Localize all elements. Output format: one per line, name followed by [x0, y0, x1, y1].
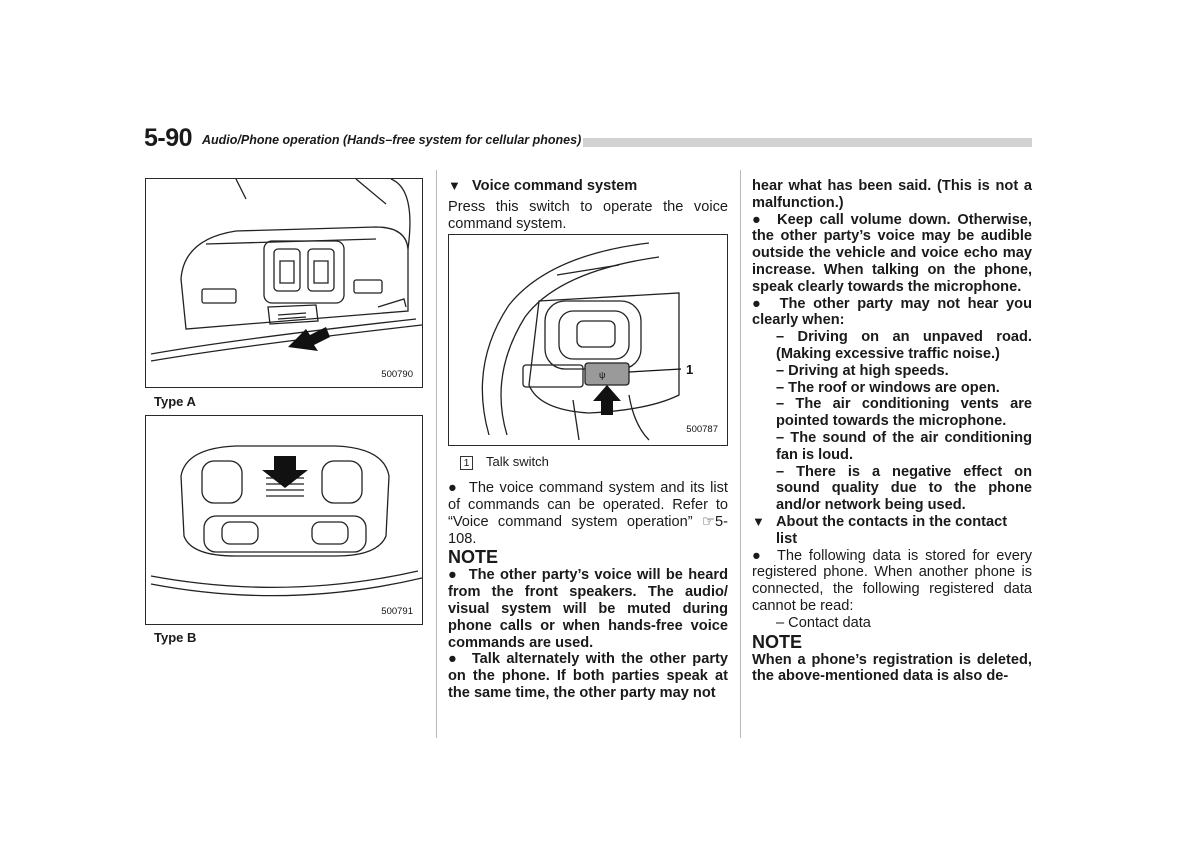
page-header: 5-90 Audio/Phone operation (Hands–free s… — [144, 124, 1032, 152]
triangle-marker-icon: ▼ — [752, 513, 765, 529]
figure-code: 500787 — [686, 423, 718, 435]
column-divider-left — [436, 170, 437, 738]
note-heading: NOTE — [752, 631, 803, 652]
header-rule — [204, 138, 1032, 147]
legend-label: Talk switch — [486, 454, 549, 470]
list-item: – Driving on an unpaved road. (Making ex… — [776, 329, 1032, 362]
note-registration-deleted: When a phone’s registration is deleted, … — [752, 651, 1032, 685]
note-heading: NOTE — [448, 547, 499, 568]
steering-wheel-talk-switch-illustration: ψ 1 — [481, 242, 693, 441]
bullet-hear-clearly: ● The other party may not hear you clear… — [752, 295, 1032, 329]
middle-column: ▼Voice command system Press this switch … — [448, 178, 728, 702]
continued-text: hear what has been said. (This is not a … — [752, 178, 1032, 211]
section-title: Audio/Phone operation (Hands–free system… — [200, 132, 584, 148]
right-column: hear what has been said. (This is not a … — [752, 178, 1032, 685]
list-item: – The sound of the air conditioning fan … — [776, 429, 1032, 463]
note-talk-alternately: ● Talk alternately with the other party … — [448, 651, 728, 701]
figure-caption-type-a: Type A — [154, 394, 196, 409]
figure-legend: 1 Talk switch — [460, 454, 728, 471]
figure-type-a: 500790 — [145, 178, 423, 388]
triangle-marker-icon: ▼ — [448, 178, 461, 193]
overhead-console-type-a-illustration — [150, 179, 422, 362]
svg-text:ψ: ψ — [599, 370, 605, 380]
section-heading-contacts: ▼About the contacts in the contact list — [752, 513, 1008, 547]
bullet-stored-data: ● The following data is stored for every… — [752, 547, 1032, 614]
list-item: – There is a negative effect on sound qu… — [776, 463, 1032, 514]
callout-number: 1 — [686, 362, 693, 377]
list-item: – Driving at high speeds. — [776, 362, 949, 379]
figure-code: 500790 — [381, 369, 413, 380]
voice-command-bullet: ● The voice command system and its list … — [448, 480, 728, 547]
list-item: – The roof or windows are open. — [776, 379, 1000, 396]
list-item: – The air conditioning vents are pointed… — [776, 396, 1032, 430]
figure-code: 500791 — [381, 606, 413, 617]
figure-type-b: 500791 — [145, 415, 423, 625]
page-number: 5-90 — [144, 124, 193, 152]
dash-item-contact-data: – Contact data — [776, 614, 871, 631]
legend-number: 1 — [460, 455, 473, 470]
voice-command-intro: Press this switch to operate the voice c… — [448, 198, 728, 232]
note-speakers: ● The other party’s voice will be heard … — [448, 567, 728, 651]
bullet-call-volume: ● Keep call volume down. Otherwise, the … — [752, 211, 1032, 295]
column-divider-right — [740, 170, 741, 738]
figure-caption-type-b: Type B — [154, 630, 197, 645]
overhead-console-type-b-illustration — [150, 445, 422, 597]
figure-talk-switch: ψ 1 500787 — [448, 234, 728, 447]
section-heading-voice-command: ▼Voice command system — [448, 178, 638, 194]
